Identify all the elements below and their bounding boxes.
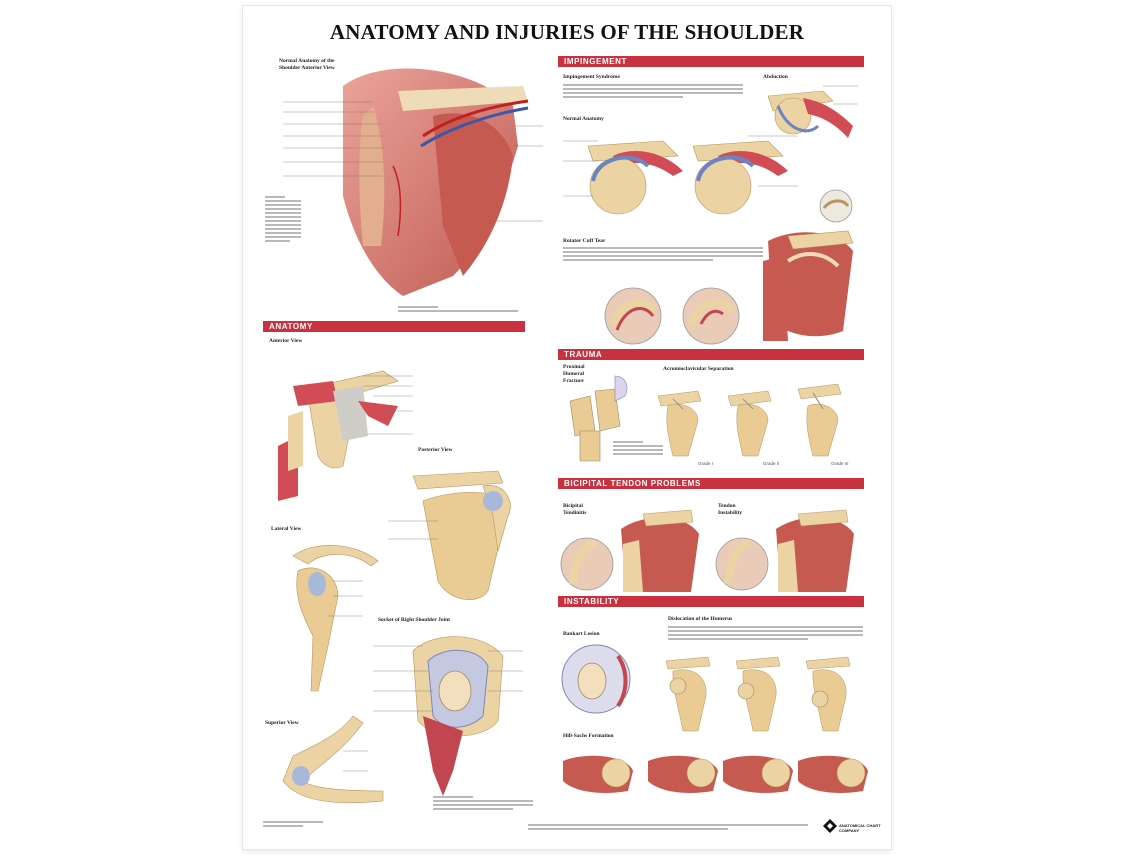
superior-view-illustration <box>282 715 384 804</box>
ac-separation-illustrations <box>657 383 842 457</box>
grade-2-label: Grade II <box>763 461 780 466</box>
rotator-cuff-circle-1 <box>604 287 662 345</box>
section-instability: INSTABILITY <box>558 596 864 607</box>
dislocation-title: Dislocation of the Humerus <box>668 616 733 622</box>
rotator-cuff-arm-illustration <box>763 230 854 341</box>
lateral-view-title: Lateral View <box>271 526 302 532</box>
anterior-view-title: Anterior View <box>269 338 303 344</box>
tendon-instability-illustration <box>715 509 854 592</box>
copyright-center <box>528 824 808 832</box>
bankart-lesion-illustration <box>561 644 631 714</box>
rotator-cuff-tear-title: Rotator Cuff Tear <box>563 238 606 244</box>
abduction-title: Abduction <box>763 74 788 80</box>
section-trauma: TRAUMA <box>558 349 864 360</box>
section-bicipital: BICIPITAL TENDON PROBLEMS <box>558 478 864 489</box>
ac-separation-title: Acromioclavicular Separation <box>663 366 734 372</box>
proximal-fracture-title: Proximal Humeral Fracture <box>563 364 585 384</box>
publisher-logo-icon <box>823 819 837 833</box>
hill-sachs-title: Hill-Sachs Formation <box>563 733 614 739</box>
section-anatomy: ANATOMY <box>263 321 525 332</box>
bicipital-tendinitis-title: Bicipital Tendinitis <box>563 503 587 516</box>
key-legend <box>265 196 301 244</box>
socket-title: Socket of Right Shoulder Joint <box>378 617 451 623</box>
posterior-view-title: Posterior View <box>418 447 453 453</box>
bicipital-tendinitis-illustration <box>560 509 699 592</box>
normal-anatomy-subtitle: Normal Anatomy <box>563 116 604 122</box>
normal-anatomy-illustration-2 <box>692 135 798 215</box>
copyright-left <box>263 821 323 829</box>
hill-sachs-illustrations <box>563 755 868 793</box>
shoulder-muscle-illustration <box>283 68 543 296</box>
normal-anatomy-illustration-1 <box>563 140 683 215</box>
abduction-illustration <box>767 85 858 138</box>
socket-illustration <box>373 636 523 796</box>
dislocation-text <box>668 626 863 642</box>
lateral-view-illustration <box>292 545 379 692</box>
impingement-text <box>563 84 743 100</box>
rotator-cuff-circle-2 <box>682 287 740 345</box>
grade-1-label: Grade I <box>698 461 714 466</box>
impingement-syndrome-title: Impingement Syndrome <box>563 74 620 80</box>
grade-3-label: Grade III <box>831 461 849 466</box>
publisher-logo-text: ANATOMICAL CHART COMPANY <box>839 823 881 833</box>
impingement-detail-circle <box>819 189 853 223</box>
key-abbreviations <box>398 306 518 314</box>
poster-title: ANATOMY AND INJURIES OF THE SHOULDER <box>329 20 805 44</box>
bankart-lesion-title: Bankart Lesion <box>563 631 600 637</box>
tendon-instability-title: Tendon Instability <box>718 503 743 516</box>
fracture-illustration <box>569 375 628 462</box>
section-impingement: IMPINGEMENT <box>558 56 864 67</box>
normal-anatomy-title: Normal Anatomy of the Shoulder Anterior … <box>279 58 335 71</box>
ligament-legend <box>433 796 533 812</box>
posterior-view-illustration <box>388 470 511 600</box>
dislocation-illustrations <box>665 656 851 732</box>
rotator-cuff-text <box>563 247 763 263</box>
fracture-legend <box>613 441 663 457</box>
anterior-view-illustration <box>278 370 413 501</box>
superior-view-title: Superior View <box>265 720 299 726</box>
poster: ANATOMY AND INJURIES OF THE SHOULDER Nor… <box>243 6 891 849</box>
